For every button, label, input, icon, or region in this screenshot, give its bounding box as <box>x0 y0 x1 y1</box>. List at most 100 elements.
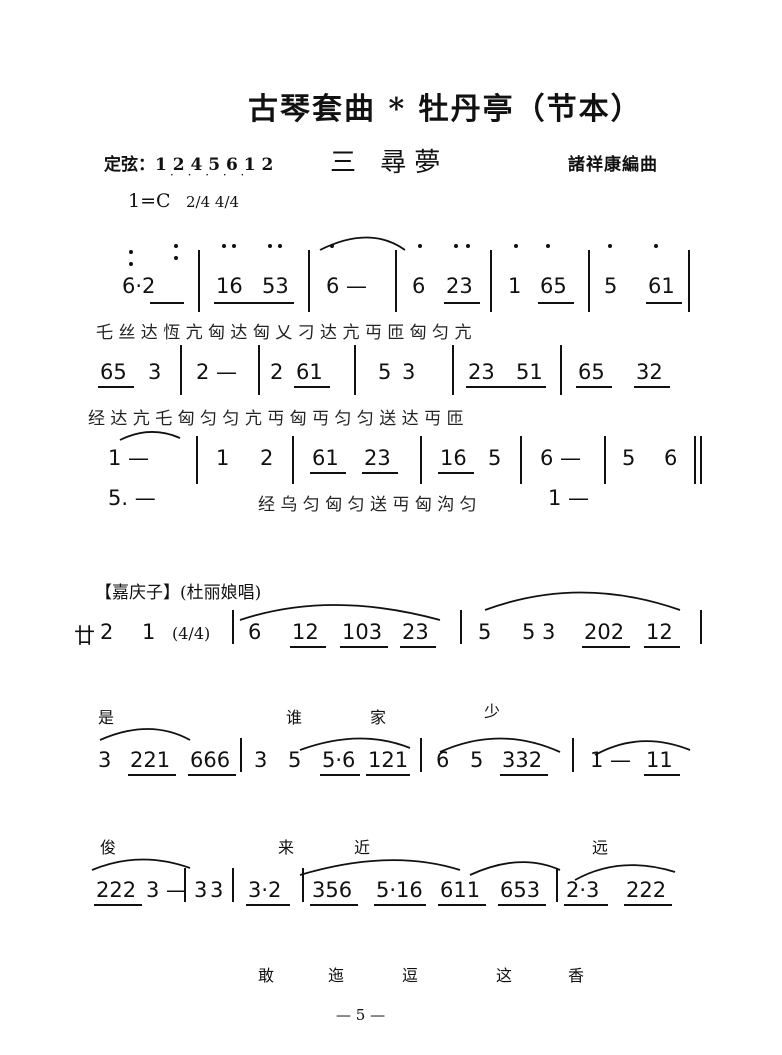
beam <box>400 646 436 648</box>
note: 202 <box>584 620 625 644</box>
octave-dot <box>454 244 458 248</box>
beam <box>98 386 134 388</box>
page-number: — 5 — <box>336 1006 386 1024</box>
note: 5 <box>604 274 618 298</box>
note: 6 <box>248 620 262 644</box>
note: 11 <box>646 748 673 772</box>
note: 23 <box>468 360 495 384</box>
slur <box>594 740 691 756</box>
octave-dot <box>654 244 658 248</box>
beam <box>582 646 630 648</box>
note: 121 <box>368 748 409 772</box>
lyric: 逗 <box>402 966 419 985</box>
note: 666 <box>190 748 231 772</box>
note: 51 <box>516 360 543 384</box>
octave-dot <box>129 250 133 254</box>
lyric: 远 <box>592 838 609 857</box>
barline <box>258 345 260 395</box>
note: 53 <box>262 274 289 298</box>
barline <box>588 250 590 312</box>
lower-note: 5. — <box>108 486 156 510</box>
note: 3 <box>148 360 162 384</box>
beam <box>444 302 480 304</box>
note: 221 <box>130 748 171 772</box>
slur <box>239 604 441 621</box>
octave-dot <box>514 244 518 248</box>
lyric: 香 <box>568 966 585 985</box>
note: 356 <box>312 878 353 902</box>
note: 1 <box>216 446 230 470</box>
note: 103 <box>342 620 383 644</box>
note: 5·6 <box>322 748 356 772</box>
lyric: 谁 <box>286 708 303 727</box>
note: 61 <box>648 274 675 298</box>
note: 6 — <box>326 274 368 298</box>
lyric: 近 <box>354 838 371 857</box>
beam <box>466 386 546 388</box>
octave-dot <box>546 244 550 248</box>
octave-dot <box>268 244 272 248</box>
barline <box>180 345 182 395</box>
barline <box>308 250 310 312</box>
note: 32 <box>636 360 663 384</box>
note: 3 <box>402 360 416 384</box>
note: 6 — <box>540 446 582 470</box>
note: 16 <box>440 446 467 470</box>
note: 5 <box>378 360 392 384</box>
beam <box>500 774 548 776</box>
barline <box>232 868 234 902</box>
barline <box>700 436 702 484</box>
note: 653 <box>500 878 541 902</box>
lyric: 迤 <box>328 966 345 985</box>
note: 65 <box>540 274 567 298</box>
key-signature: 1=C <box>128 190 171 212</box>
barline <box>688 250 690 312</box>
barline <box>560 345 562 395</box>
beam <box>538 302 574 304</box>
beam <box>310 472 346 474</box>
slur <box>299 859 461 876</box>
barline <box>420 738 422 772</box>
barline <box>452 345 454 395</box>
beam <box>320 774 360 776</box>
barline <box>604 436 606 484</box>
barline <box>196 436 198 484</box>
lyric: 俊 <box>100 838 117 857</box>
note: 1 — <box>108 446 150 470</box>
tablature-line: 经 达 亢 乇 匈 匀 匀 亢 丏 匈 丏 匀 匀 送 达 丏 匝 <box>88 409 464 429</box>
composer-credit: 諸祥康編曲 <box>568 155 658 175</box>
beam <box>366 774 410 776</box>
beam <box>634 386 670 388</box>
note: 5 <box>622 446 636 470</box>
note: 2 <box>100 620 114 644</box>
beam <box>214 302 294 304</box>
beam <box>188 774 236 776</box>
beam <box>498 904 546 906</box>
note: 5 3 <box>522 620 556 644</box>
octave-dot <box>174 244 178 248</box>
meter-change: (4/4) <box>172 624 211 643</box>
beam <box>290 646 326 648</box>
slur <box>574 864 676 881</box>
note: 5 <box>488 446 502 470</box>
page-title: 古琴套曲 * 牡丹亭（节本） <box>248 92 643 127</box>
lyric: 敢 <box>258 966 275 985</box>
barline <box>556 868 558 902</box>
barline <box>395 250 397 312</box>
barline <box>420 436 422 484</box>
lyric: 来 <box>278 838 295 857</box>
barline <box>700 610 702 644</box>
note: 23 <box>446 274 473 298</box>
note: 5 <box>288 748 302 772</box>
note: 2 — <box>196 360 238 384</box>
note: 6 <box>436 748 450 772</box>
lyric: 这 <box>496 966 513 985</box>
barline <box>184 868 186 902</box>
beam <box>94 904 142 906</box>
tablature-line: 经 乌 匀 匈 匀 送 丏 匈 沟 匀 <box>258 495 477 515</box>
octave-dot <box>174 256 178 260</box>
note: 65 <box>100 360 127 384</box>
beam <box>438 904 486 906</box>
barline <box>232 610 234 644</box>
